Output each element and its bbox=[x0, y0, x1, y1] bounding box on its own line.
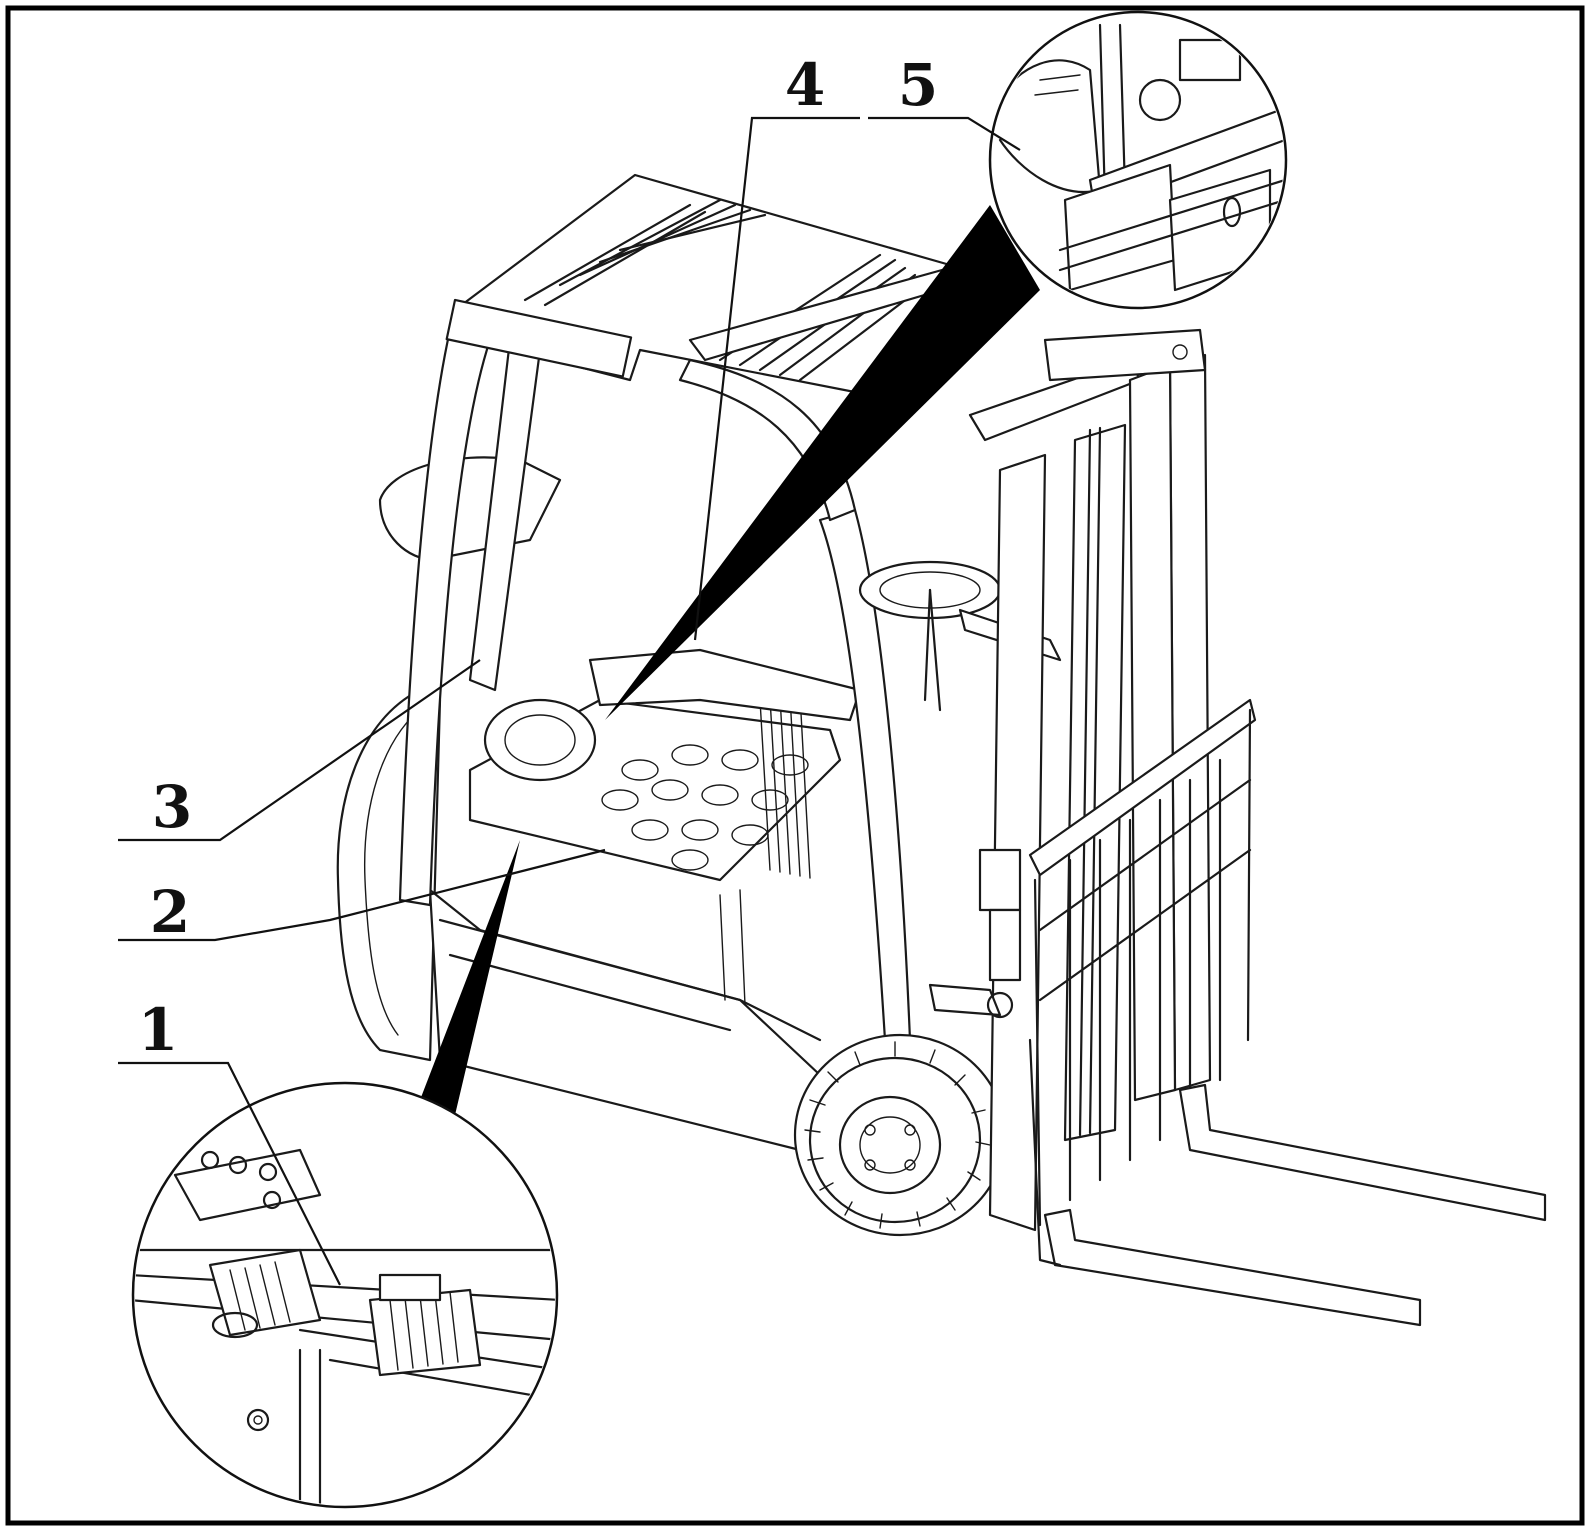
seat bbox=[378, 456, 562, 562]
rear-post-left bbox=[398, 328, 492, 907]
mast bbox=[928, 328, 1212, 1232]
leader-3 bbox=[118, 659, 481, 842]
callout-5: 5 bbox=[898, 51, 938, 119]
detail-view-bottom bbox=[131, 1081, 559, 1509]
load-backrest bbox=[1028, 698, 1257, 1227]
leader-4 bbox=[693, 116, 860, 641]
callout-labels: 1 2 3 4 5 bbox=[138, 51, 938, 1064]
leader-5 bbox=[868, 116, 1021, 151]
leader-lines bbox=[118, 116, 1021, 1286]
frame bbox=[5, 5, 1585, 1526]
detail-view-top bbox=[988, 10, 1288, 310]
battery-cables bbox=[759, 694, 811, 879]
battery-cells bbox=[601, 744, 809, 871]
front-wheel bbox=[793, 1033, 1007, 1237]
callout-3: 3 bbox=[152, 773, 192, 841]
callout-2: 2 bbox=[150, 878, 190, 946]
callout-1: 1 bbox=[138, 996, 178, 1064]
zoom-beam-top bbox=[605, 205, 1040, 720]
forks bbox=[1028, 1038, 1547, 1327]
forklift-drawing bbox=[336, 173, 1547, 1327]
leader-2 bbox=[118, 848, 606, 942]
zoom-beam-bottom bbox=[420, 840, 520, 1115]
leader-1 bbox=[118, 1061, 341, 1286]
callout-4: 4 bbox=[785, 51, 825, 119]
